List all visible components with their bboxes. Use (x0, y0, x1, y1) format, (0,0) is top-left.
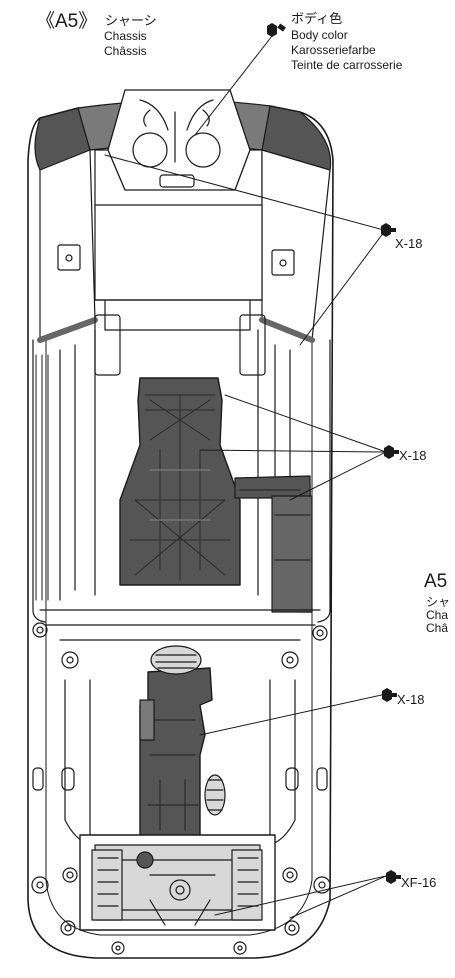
front-bracket-left (57, 244, 81, 271)
leader-line-body-color (194, 35, 273, 136)
body-color-fr: Teinte de carrosserie (291, 58, 403, 72)
rear-slot-right (316, 767, 328, 791)
leader-line-xf16 (214, 875, 387, 919)
front-plate-slot (159, 174, 195, 188)
front-crossmember (94, 204, 263, 301)
engine-mount (139, 699, 155, 741)
mount-hole (61, 651, 79, 669)
transaxle-side-right (231, 849, 263, 921)
front-mount-hole (185, 132, 221, 168)
rear-mount-hole (288, 924, 296, 932)
transaxle-side-left (91, 849, 123, 921)
leader-line-x18-mid (199, 394, 387, 501)
rear-slot-left (32, 767, 44, 791)
next-step-fr: Châ (426, 621, 449, 635)
hexagon-paint-bottle-icon (382, 688, 397, 702)
rear-mount-hole (237, 945, 243, 951)
step-code: 《A5》 (36, 11, 98, 32)
exhaust-pipe (35, 354, 49, 601)
mount-hole (316, 629, 324, 637)
engine-cap (150, 645, 202, 675)
battery-box-detail (239, 489, 311, 561)
rear-mount-hole (111, 941, 125, 955)
mount-hole (281, 651, 299, 669)
mount-hole (36, 626, 44, 634)
leader-lines (104, 35, 387, 919)
paint-callout-label: XF-16 (401, 875, 437, 890)
rear-mount-hole (286, 871, 294, 879)
rear-mount-hole (284, 920, 300, 936)
body-color-jp: ボディ色 (291, 11, 343, 26)
rear-frame-line (39, 609, 321, 641)
mid-frame-box-left (94, 314, 121, 376)
mid-frame-box-right (239, 314, 266, 376)
rear-mount-hole (62, 867, 78, 883)
front-wishbone (139, 99, 214, 163)
next-step-en: Cha (426, 608, 449, 622)
transaxle-center (169, 879, 191, 901)
engine-pulley-ribs (206, 779, 224, 811)
transaxle-shift (149, 874, 216, 926)
rear-mount-hole (313, 876, 331, 894)
rear-mount-hole (66, 871, 74, 879)
rear-slot-right (285, 767, 299, 791)
hexagon-paint-bottle-icon (386, 870, 401, 884)
front-bracket-hole (279, 259, 287, 267)
strut-line (37, 317, 315, 343)
hexagon-paint-bottle-icon (267, 23, 286, 37)
next-step-jp: シャ (426, 595, 451, 609)
transaxle-hub (136, 851, 154, 869)
engine-cap-ribs (155, 654, 197, 669)
rear-mount-hole (233, 941, 247, 955)
rear-mount-hole (282, 867, 298, 883)
title-jp: シャーシ (105, 13, 157, 28)
title-fr: Châssis (104, 44, 147, 58)
mount-hole (312, 625, 328, 641)
front-bracket-right (271, 249, 295, 276)
battery-box-body (271, 495, 313, 613)
side-sill-right (317, 339, 331, 623)
front-bracket-hole (65, 254, 73, 262)
body-color-de: Karosseriefarbe (291, 43, 376, 57)
leader-line-x18-front (104, 154, 385, 346)
transaxle-center (175, 885, 185, 895)
floor-pan-highlight (149, 469, 211, 521)
hexagon-paint-bottle-icon (384, 445, 399, 459)
hexagon-paint-bottle-icon (381, 223, 396, 237)
mount-hole (286, 656, 294, 664)
mount-hole (66, 656, 74, 664)
rear-mount-hole (64, 924, 72, 932)
mount-hole (32, 622, 48, 638)
paint-callout-label: X-18 (399, 448, 427, 463)
side-sill-left (32, 339, 46, 623)
paint-callout-label: X-18 (395, 236, 423, 251)
rear-mount-hole (60, 920, 76, 936)
engine-pulley (204, 774, 226, 816)
title-en: Chassis (104, 29, 147, 43)
rear-mount-hole (318, 881, 326, 889)
transaxle-bolts (97, 857, 259, 907)
rear-mount-hole (115, 945, 121, 951)
rear-mount-hole (31, 876, 49, 894)
chassis-inner-rim (45, 159, 313, 936)
next-step-code: A5 (424, 571, 448, 592)
floor-pan-ribs (129, 394, 231, 581)
rear-slot-left (61, 767, 75, 791)
engine-details (147, 719, 199, 831)
paint-callout-label: X-18 (397, 692, 425, 707)
leader-line-x18-rear (199, 693, 387, 736)
rear-mount-hole (36, 881, 44, 889)
body-color-en: Body color (291, 28, 348, 42)
